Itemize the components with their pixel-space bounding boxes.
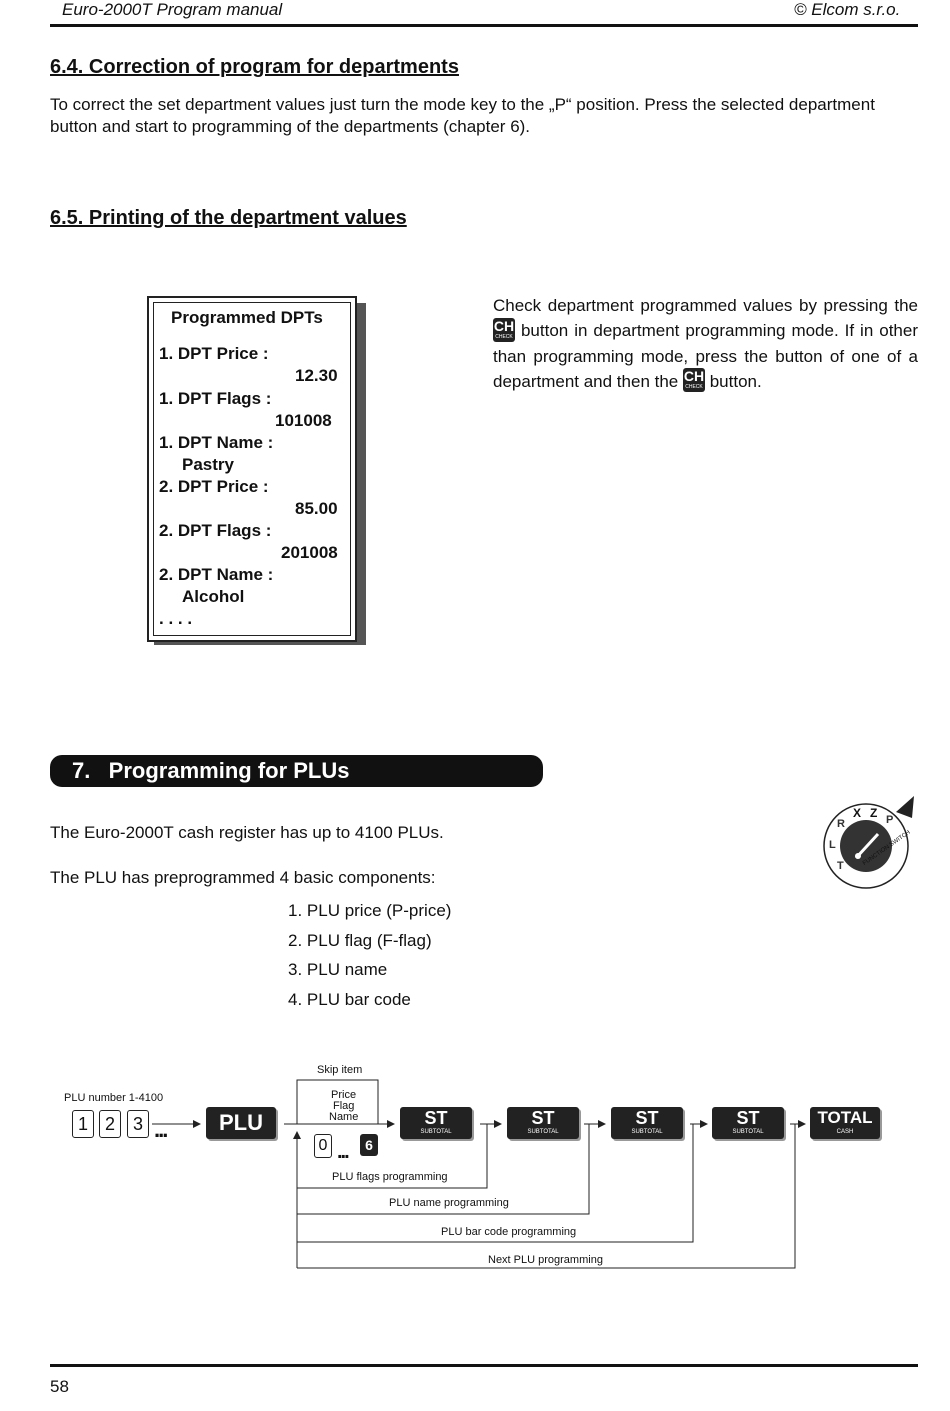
footer-rule bbox=[50, 1364, 918, 1367]
switch-label-l: L bbox=[829, 839, 836, 851]
receipt-line: 2. DPT Flags : bbox=[159, 521, 272, 540]
plu-component-item: 2. PLU flag (F-flag) bbox=[288, 931, 432, 950]
receipt-value: 101008 bbox=[275, 411, 332, 430]
ellipsis: ... bbox=[154, 1117, 168, 1142]
digit-key: 2 bbox=[99, 1110, 121, 1138]
plu-component-item: 1. PLU price (P-price) bbox=[288, 901, 452, 920]
switch-label-r: R bbox=[837, 818, 845, 830]
section-7-intro-2: The PLU has preprogrammed 4 basic compon… bbox=[50, 868, 436, 887]
section-7-title: 7. Programming for PLUs bbox=[72, 758, 350, 783]
digit-key: 3 bbox=[127, 1110, 149, 1138]
receipt-line: 2. DPT Price : bbox=[159, 477, 269, 496]
loop-label-barcode: PLU bar code programming bbox=[441, 1226, 577, 1238]
plu-key: PLU bbox=[206, 1107, 276, 1139]
flag-label: Flag bbox=[333, 1100, 355, 1112]
section-6-4-body: To correct the set department values jus… bbox=[50, 95, 875, 136]
switch-label-z: Z bbox=[870, 806, 878, 820]
section-7-banner: 7. Programming for PLUs bbox=[50, 755, 543, 787]
receipt-value: Pastry bbox=[182, 455, 234, 474]
receipt-dots: . . . . bbox=[159, 609, 193, 628]
receipt-line: 1. DPT Flags : bbox=[159, 389, 272, 408]
plu-component-item: 3. PLU name bbox=[288, 960, 388, 979]
receipt-value: 201008 bbox=[281, 543, 338, 562]
receipt-line: 1. DPT Price : bbox=[159, 344, 269, 363]
switch-label-t: T bbox=[837, 860, 844, 872]
plu-number-label: PLU number 1-4100 bbox=[64, 1092, 164, 1104]
plu-component-item: 4. PLU bar code bbox=[288, 990, 411, 1009]
header-rule bbox=[50, 24, 918, 27]
digit-key: 1 bbox=[72, 1110, 94, 1138]
receipt-line: 1. DPT Name : bbox=[159, 433, 274, 452]
digit-key-6: 6 bbox=[360, 1134, 378, 1156]
loop-label-name: PLU name programming bbox=[389, 1197, 509, 1209]
section-6-5-description: Check department programmed values by pr… bbox=[493, 296, 918, 393]
page-number: 58 bbox=[50, 1377, 69, 1396]
loop-label-next: Next PLU programming bbox=[488, 1254, 603, 1266]
receipt-title: Programmed DPTs bbox=[171, 308, 323, 327]
receipt-line: 2. DPT Name : bbox=[159, 565, 274, 584]
receipt-value: 12.30 bbox=[295, 366, 338, 385]
price-label: Price bbox=[331, 1089, 357, 1101]
skip-item-label: Skip item bbox=[317, 1064, 363, 1076]
switch-label-p: P bbox=[886, 814, 894, 826]
ellipsis: ... bbox=[337, 1141, 350, 1163]
section-7-intro-1: The Euro-2000T cash register has up to 4… bbox=[50, 823, 444, 842]
receipt-printout: Programmed DPTs 1. DPT Price : 12.30 1. … bbox=[147, 296, 357, 642]
header-copyright: © Elcom s.r.o. bbox=[794, 0, 901, 19]
section-6-4-title: 6.4. Correction of program for departmen… bbox=[50, 56, 459, 78]
receipt-value: 85.00 bbox=[295, 499, 338, 518]
loop-label-flags: PLU flags programming bbox=[332, 1171, 448, 1183]
switch-label-x: X bbox=[853, 806, 862, 820]
name-label: Name bbox=[329, 1111, 359, 1123]
receipt-value: Alcohol bbox=[182, 587, 245, 606]
section-6-5-title: 6.5. Printing of the department values bbox=[50, 207, 407, 229]
header-title: Euro-2000T Program manual bbox=[62, 0, 283, 19]
digit-key-0: 0 bbox=[314, 1134, 332, 1158]
